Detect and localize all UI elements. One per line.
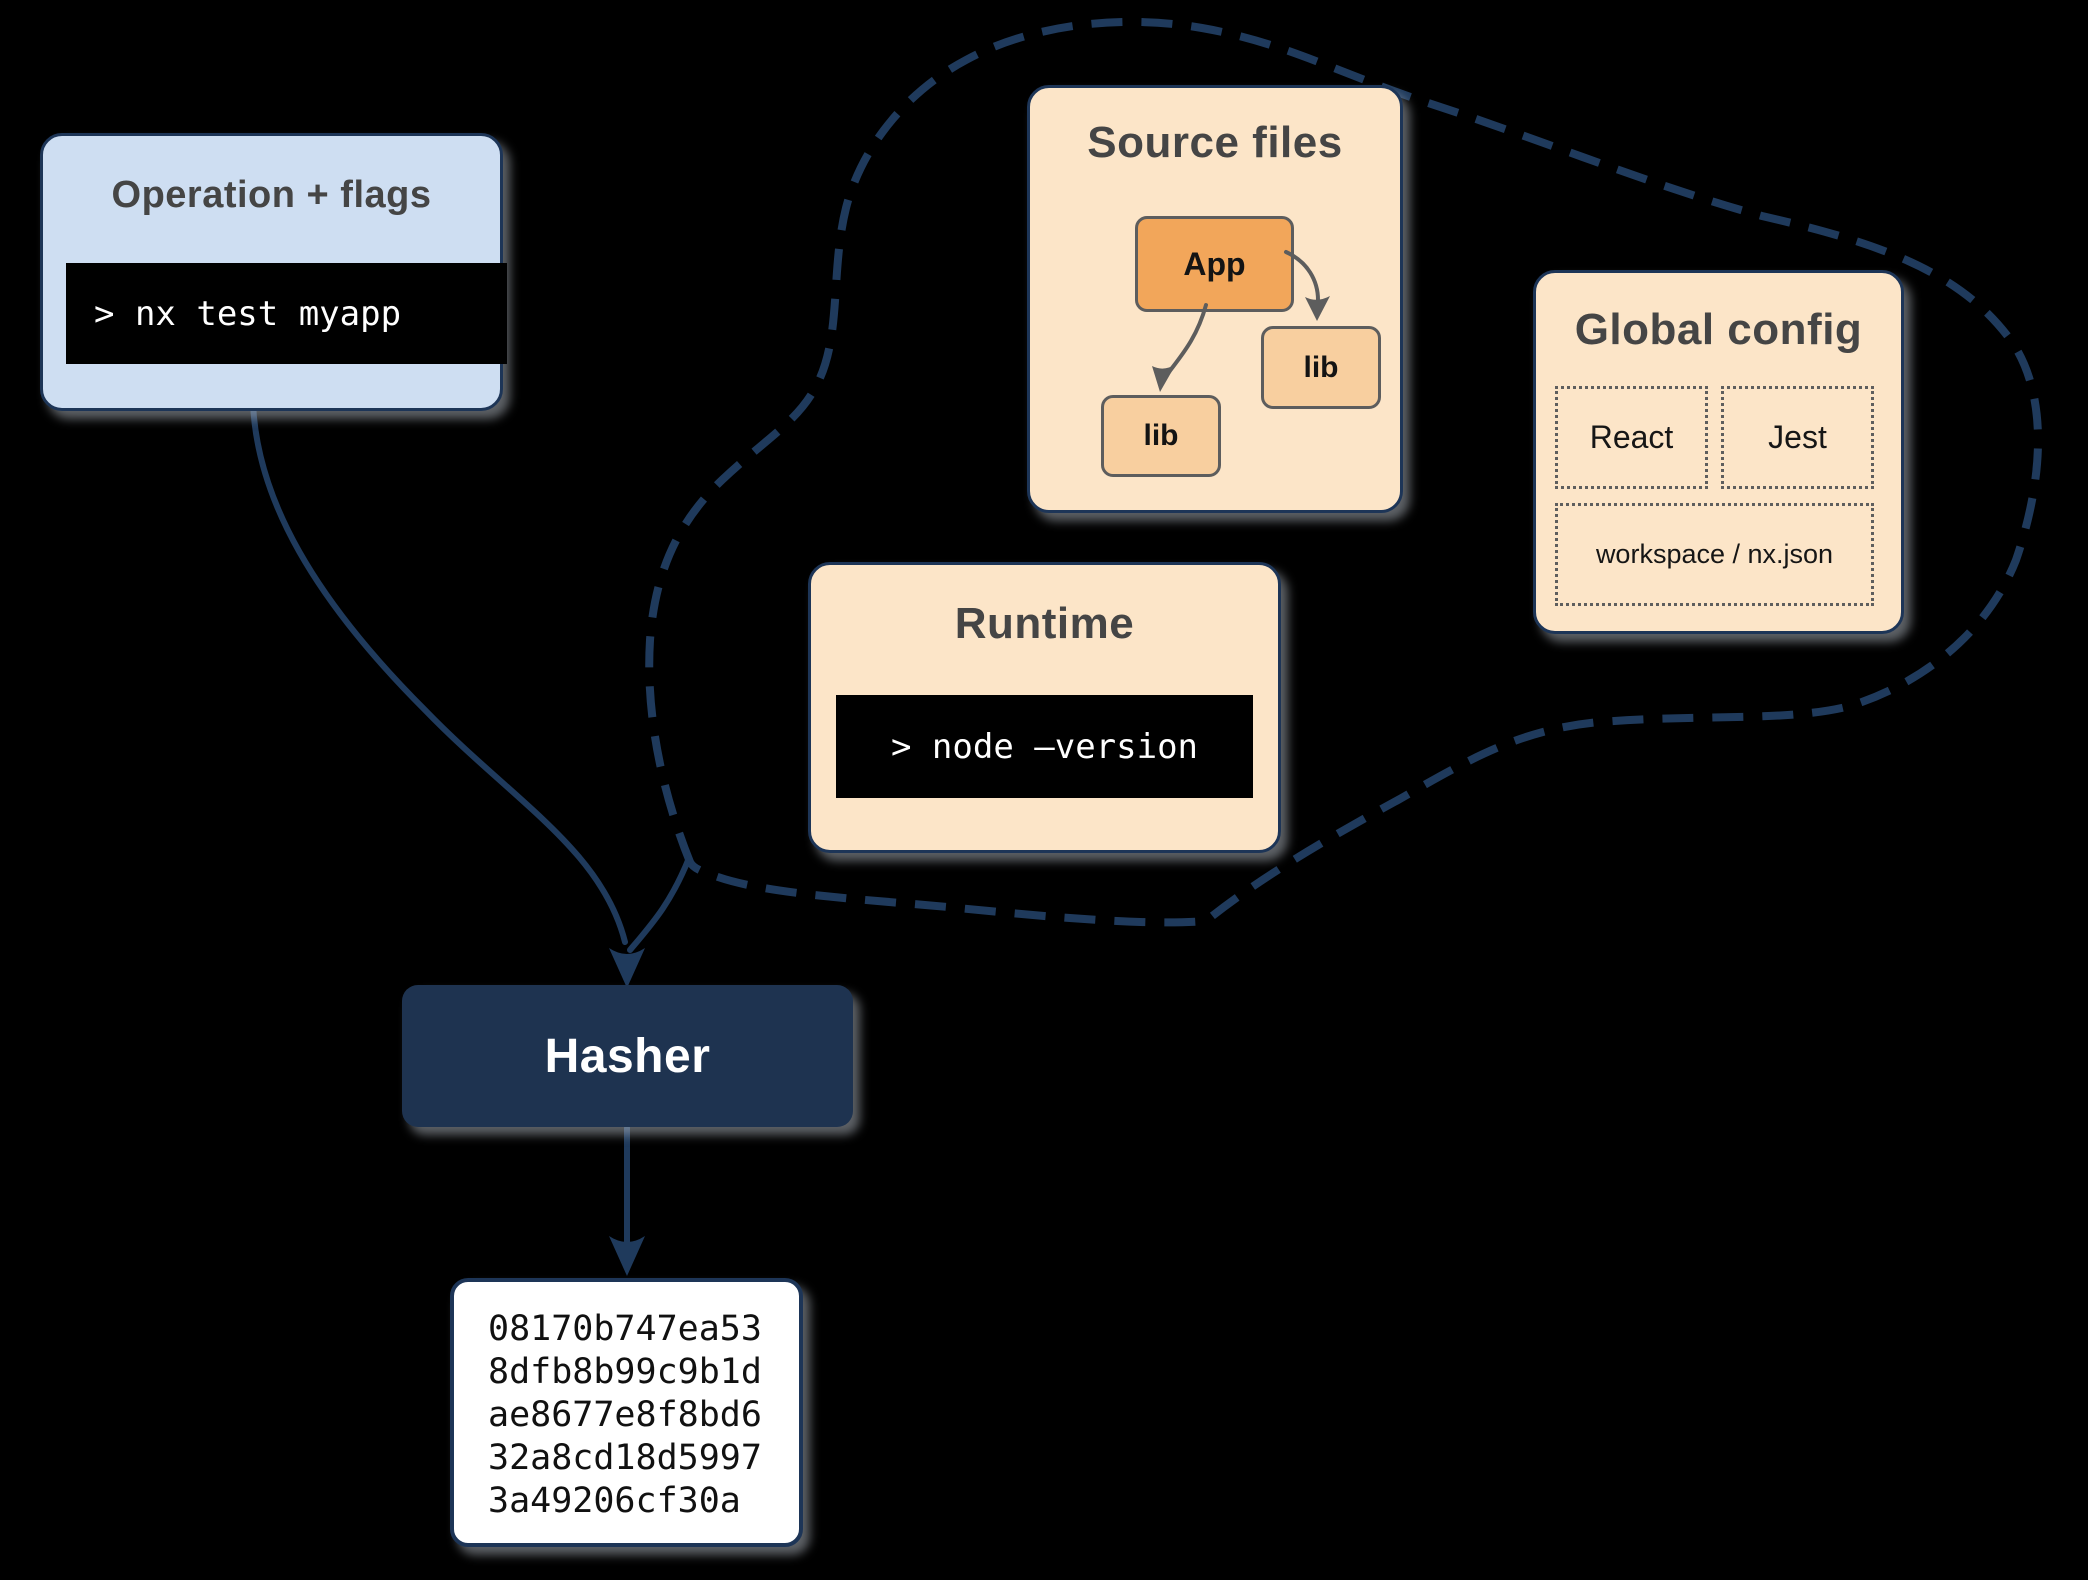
config-item-jest: Jest <box>1721 386 1874 489</box>
global-config-box: Global config React Jest workspace / nx.… <box>1533 270 1904 634</box>
lib-node-right: lib <box>1261 326 1381 409</box>
operation-flags-title: Operation + flags <box>111 174 432 216</box>
operation-command: > nx test myapp <box>94 293 402 334</box>
app-node-label: App <box>1183 245 1246 282</box>
source-files-title: Source files <box>1087 118 1343 167</box>
operation-to-hasher-arrow <box>250 400 628 945</box>
app-node: App <box>1135 216 1294 312</box>
lib-node-label: lib <box>1143 419 1179 452</box>
hash-line: 8dfb8b99c9b1d <box>488 1352 762 1392</box>
hash-line: 32a8cd18d5997 <box>488 1438 762 1478</box>
hasher-label: Hasher <box>544 1029 711 1083</box>
runtime-command: > node –version <box>890 726 1199 767</box>
runtime-terminal: > node –version <box>836 695 1253 798</box>
cloud-outline <box>645 17 2042 927</box>
config-item-react: React <box>1555 386 1708 489</box>
hasher-box: Hasher <box>402 985 853 1127</box>
hash-output-box: 08170b747ea53 8dfb8b99c9b1d ae8677e8f8bd… <box>450 1278 803 1547</box>
global-config-title: Global config <box>1574 305 1863 354</box>
lib-node-label: lib <box>1303 350 1339 384</box>
lib-node-left: lib <box>1101 395 1221 477</box>
config-item-workspace-nxjson: workspace / nx.json <box>1555 503 1874 606</box>
runtime-box: Runtime > node –version <box>808 562 1281 853</box>
hash-line: ae8677e8f8bd6 <box>488 1395 762 1435</box>
hasher-arrowhead <box>609 948 645 988</box>
operation-flags-box: Operation + flags > nx test myapp <box>40 133 507 411</box>
cloud-to-hasher-arrow <box>627 855 692 953</box>
hash-line: 3a49206cf30a <box>488 1481 741 1521</box>
source-files-box: Source files App lib lib <box>1027 85 1403 513</box>
operation-terminal: > nx test myapp <box>66 263 507 364</box>
hash-arrowhead <box>609 1236 645 1276</box>
runtime-title: Runtime <box>954 599 1135 648</box>
hash-line: 08170b747ea53 <box>488 1309 762 1349</box>
